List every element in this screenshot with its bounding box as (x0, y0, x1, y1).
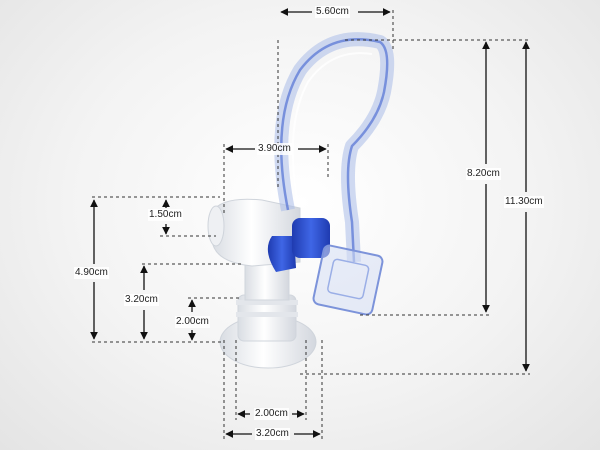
outlet-height-label: 4.90cm (74, 267, 109, 279)
base-width-label: 3.20cm (255, 428, 290, 440)
handle-height-label: 8.20cm (466, 168, 501, 180)
body-width-label: 3.90cm (257, 143, 292, 155)
top-width-label: 5.60cm (315, 6, 350, 18)
spout-height-label: 1.50cm (148, 209, 183, 221)
clear-handle (274, 32, 395, 316)
total-height-label: 11.30cm (504, 196, 544, 208)
guide-lines (92, 10, 530, 440)
neck-height-label: 3.20cm (124, 294, 159, 306)
thread-width-label: 2.00cm (254, 408, 289, 420)
faucet-body (207, 198, 330, 369)
thread-height-label: 2.00cm (175, 316, 210, 328)
dimension-arrows (90, 8, 530, 438)
